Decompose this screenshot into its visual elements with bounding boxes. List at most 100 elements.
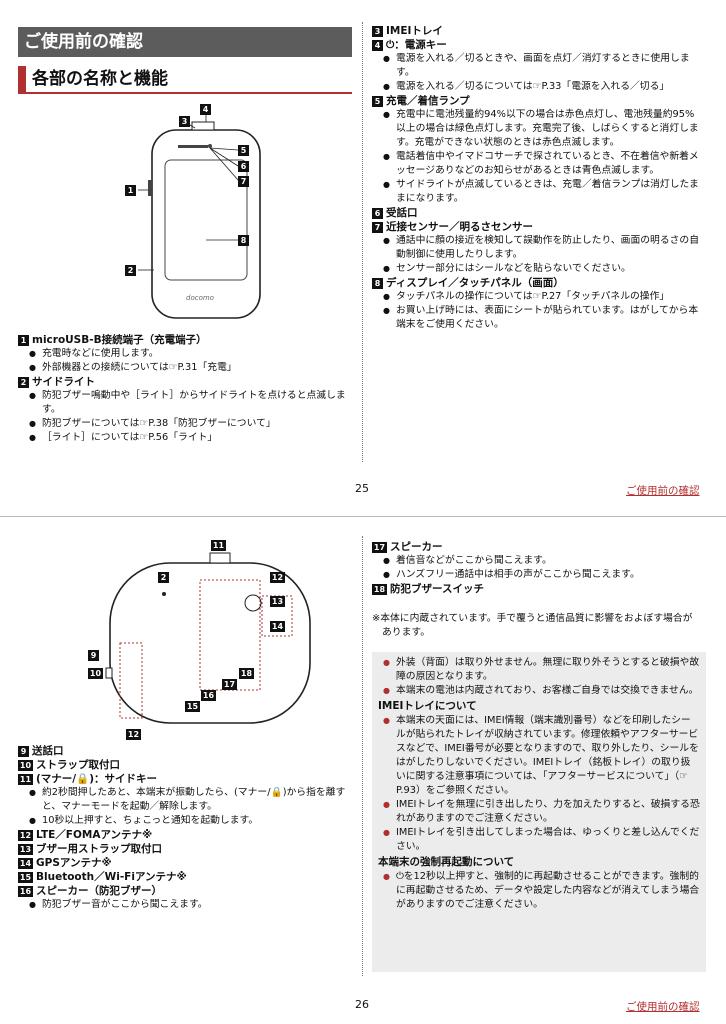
part-items: 充電時などに使用します。外部機器との接続については☞P.31「充電」	[18, 347, 358, 375]
page-number-2: 26	[355, 998, 369, 1011]
usb-port	[148, 180, 152, 196]
callout-17: 17	[222, 679, 237, 690]
part-item: 電源を入れる／切るときや、画面を点灯／消灯するときに使用します。	[383, 52, 702, 80]
section-title-mark	[18, 66, 26, 92]
part-title: microUSB-B接続端子（充電端子）	[32, 334, 207, 346]
footer-link-2[interactable]: ご使用前の確認	[626, 1001, 700, 1013]
page2-right-sections: 17スピーカー着信音などがここから聞こえます。ハンズフリー通話中は相手の声がここ…	[372, 540, 702, 596]
part-items: 防犯ブザー音がここから聞こえます。	[18, 898, 358, 912]
part-number: 15	[18, 871, 33, 883]
part-title: (マナー/🔒)：サイドキー	[36, 773, 158, 785]
part-number: 10	[18, 759, 33, 771]
part-section: 17スピーカー着信音などがここから聞こえます。ハンズフリー通話中は相手の声がここ…	[372, 540, 702, 582]
callout-12b: 12	[126, 729, 141, 740]
part-item: 防犯ブザー鳴動中や［ライト］からサイドライトを点けると点滅します。	[29, 389, 358, 417]
restart-heading: 本端末の強制再起動について	[378, 856, 515, 868]
part-item: 防犯ブザー音がここから聞こえます。	[29, 898, 358, 912]
part-section: 7近接センサー／明るさセンサー通話中に顔の接近を検知して誤動作を防止したり、画面…	[372, 220, 702, 276]
part-title: ブザー用ストラップ取付口	[36, 843, 162, 855]
side-light	[162, 592, 166, 596]
part-title: LTE／FOMAアンテナ※	[36, 829, 153, 841]
section-title-text: 各部の名称と機能	[32, 69, 168, 89]
column-divider	[362, 22, 363, 462]
callout-7: 7	[238, 176, 249, 187]
antenna-note: ※本体に内蔵されています。手で覆うと通信品質に影響をおよぼす場合があります。	[372, 613, 693, 638]
part-item: ［ライト］については☞P.56「ライト」	[29, 431, 358, 445]
part-section: 4⏻：電源キー電源を入れる／切るときや、画面を点灯／消灯するときに使用します。電…	[372, 38, 702, 94]
callout-14: 14	[270, 621, 285, 632]
part-item: 着信音などがここから聞こえます。	[383, 554, 702, 568]
caution-item: ⏻を12秒以上押すと、強制的に再起動させることができます。強制的に再起動させるた…	[383, 870, 700, 912]
part-section: 5充電／着信ランプ充電中に電池残量約94%以下の場合は赤色点灯し、電池残量約95…	[372, 94, 702, 206]
callout-18: 18	[239, 668, 254, 679]
callout-5: 5	[238, 145, 249, 156]
caution-item: 外装（背面）は取り外せません。無理に取り外そうとすると破損や故障の原因となります…	[383, 656, 700, 684]
callout-16: 16	[201, 690, 216, 701]
caution-item: 本端末の電池は内蔵されており、お客様ご自身では交換できません。	[383, 684, 700, 698]
part-number: 2	[18, 376, 29, 388]
part-section: 8ディスプレイ／タッチパネル（画面）タッチパネルの操作については☞P.27「タッ…	[372, 276, 702, 332]
part-number: 3	[372, 25, 383, 37]
part-title: ストラップ取付口	[36, 759, 120, 771]
sensor	[208, 144, 212, 148]
part-item: ハンズフリー通話中は相手の声がここから聞こえます。	[383, 568, 702, 582]
part-item: サイドライトが点滅しているときは、充電／着信ランプは消灯したままになります。	[383, 178, 702, 206]
part-title: 送話口	[32, 745, 64, 757]
part-title: IMEIトレイ	[386, 25, 443, 37]
callout-4: 4	[200, 104, 211, 115]
part-number: 9	[18, 745, 29, 757]
part-section: 2サイドライト防犯ブザー鳴動中や［ライト］からサイドライトを点けると点滅します。…	[18, 375, 358, 445]
part-number: 12	[18, 829, 33, 841]
part-items: 防犯ブザー鳴動中や［ライト］からサイドライトを点けると点滅します。防犯ブザーにつ…	[18, 389, 358, 445]
part-title: 防犯ブザースイッチ	[390, 583, 484, 595]
part-item: 電話着信中やイマドコサーチで探されているとき、不在着信や新着メッセージありなどの…	[383, 150, 702, 178]
part-title: 近接センサー／明るさセンサー	[386, 221, 533, 233]
part-number: 5	[372, 95, 383, 107]
part-title: ⏻：電源キー	[386, 39, 447, 51]
part-items: タッチパネルの操作については☞P.27「タッチパネルの操作」お買い上げ時には、表…	[372, 290, 702, 332]
part-item: お買い上げ時には、表面にシートが貼られています。はがしてから本端末をご使用くださ…	[383, 304, 702, 332]
device-body	[151, 129, 261, 319]
part-item: 10秒以上押すと、ちょこっと通知を起動します。	[29, 814, 358, 828]
top-buttons	[191, 121, 215, 131]
callout-2: 2	[125, 265, 136, 276]
part-section: 1microUSB-B接続端子（充電端子）充電時などに使用します。外部機器との接…	[18, 333, 358, 375]
gps-area	[261, 595, 293, 637]
part-number: 11	[18, 773, 33, 785]
page1-right-sections: 3IMEIトレイ4⏻：電源キー電源を入れる／切るときや、画面を点灯／消灯するとき…	[372, 24, 702, 332]
strap-hole	[105, 667, 113, 679]
part-title: Bluetooth／Wi-Fiアンテナ※	[36, 871, 187, 883]
part-item: 通話中に顔の接近を検知して誤動作を防止したり、画面の明るさの自動制御に使用したり…	[383, 234, 702, 262]
footer-link[interactable]: ご使用前の確認	[626, 485, 700, 497]
caution-item: 本端末の天面には、IMEI情報（端末識別番号）などを印刷したシールが貼られたトレ…	[383, 714, 700, 798]
part-item: 充電時などに使用します。	[29, 347, 358, 361]
column-divider-2	[362, 536, 363, 976]
part-item: センサー部分にはシールなどを貼らないでください。	[383, 262, 702, 276]
part-number: 6	[372, 207, 383, 219]
part-items: 約2秒間押したあと、本端末が振動したら、(マナー/🔒)から指を離すと、マナーモー…	[18, 786, 358, 828]
imei-heading: IMEIトレイについて	[378, 700, 477, 712]
front-device-diagram: docomo	[138, 112, 261, 319]
part-item: 約2秒間押したあと、本端末が振動したら、(マナー/🔒)から指を離すと、マナーモー…	[29, 786, 358, 814]
part-items: 着信音などがここから聞こえます。ハンズフリー通話中は相手の声がここから聞こえます…	[372, 554, 702, 582]
part-title: 受話口	[386, 207, 418, 219]
part-items: 電源を入れる／切るときや、画面を点灯／消灯するときに使用します。電源を入れる／切…	[372, 52, 702, 94]
